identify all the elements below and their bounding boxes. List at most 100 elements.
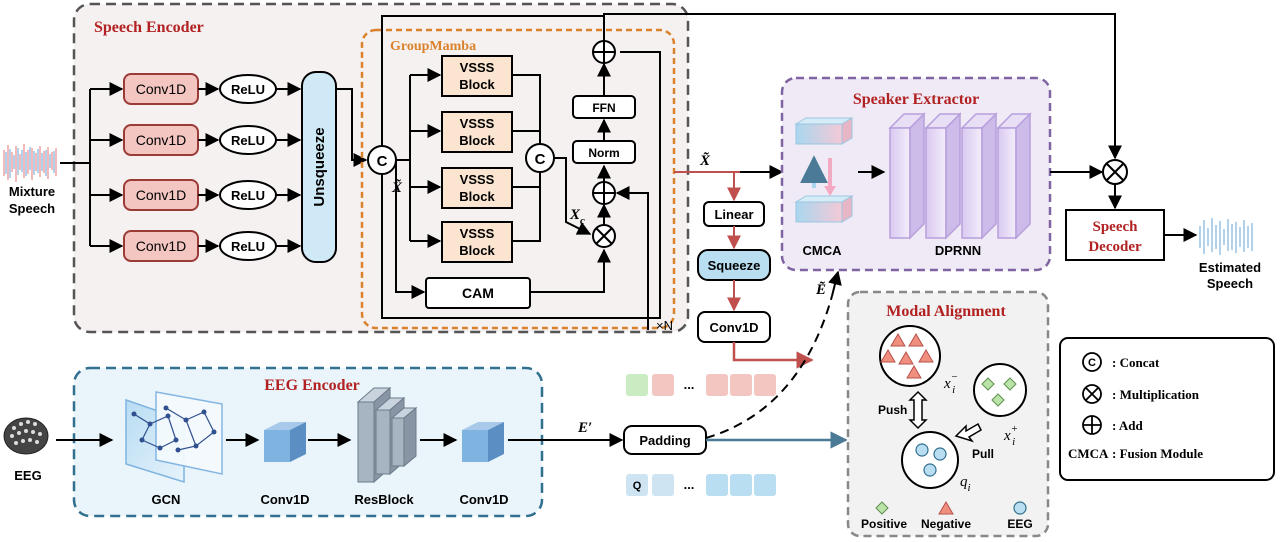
vsss-label-1: VSSS — [460, 116, 495, 131]
vsss-label-2: Block — [459, 189, 495, 204]
dprnn-label: DPRNN — [935, 243, 981, 258]
mixture-waveform — [3, 144, 57, 182]
conv1d-label: Conv1D — [136, 132, 187, 148]
legend-cmca-key: CMCA — [1068, 446, 1109, 461]
add-icon — [592, 40, 616, 64]
vsss-block-3: VSSS Block — [441, 167, 513, 209]
add-icon — [592, 181, 616, 205]
eeg-conv1-label: Conv1D — [260, 492, 309, 507]
conv1d-label: Conv1D — [136, 81, 187, 97]
vsss-label-1: VSSS — [460, 226, 495, 241]
relu-label: ReLU — [231, 133, 265, 148]
vsss-label-2: Block — [459, 77, 495, 92]
token-q-label: Q — [633, 480, 642, 492]
speech-conv-row-3: Conv1D ReLU — [123, 179, 302, 211]
q-label: qi — [960, 474, 971, 494]
vsss-merge-lines — [512, 74, 541, 242]
mixture-speech-label-2: Speech — [9, 201, 55, 216]
vsss-block-4: VSSS Block — [441, 221, 513, 263]
relu-label: ReLU — [231, 188, 265, 203]
speech-decoder-label-2: Decoder — [1088, 239, 1142, 255]
vsss-label-1: VSSS — [460, 172, 495, 187]
speaker-extractor-title: Speaker Extractor — [853, 91, 979, 108]
cam-label: CAM — [462, 285, 494, 301]
concat-icon — [1082, 352, 1102, 372]
relu-label: ReLU — [231, 82, 265, 97]
multiply-icon — [592, 224, 616, 248]
negative-cluster — [879, 325, 941, 387]
modal-alignment-title: Modal Alignment — [886, 303, 1006, 320]
legend-mult-label: : Multiplication — [1112, 387, 1200, 402]
input-split-lines — [60, 82, 124, 253]
push-arrow-icon — [908, 390, 928, 430]
gcn-label: GCN — [152, 492, 181, 507]
speech-conv-row-1: Conv1D ReLU — [123, 73, 302, 105]
eeg-conv2-label: Conv1D — [459, 492, 508, 507]
gcn-graphic — [125, 391, 223, 484]
eeg-encoder-title: EEG Encoder — [264, 377, 360, 394]
legend-eeg-label: EEG — [1007, 517, 1032, 531]
estimated-waveform — [1199, 218, 1253, 255]
token-strip-top — [626, 374, 776, 396]
estimated-speech-label-2: Speech — [1207, 276, 1253, 291]
pull-arrow-icon — [954, 422, 982, 443]
speech-conv-row-2: Conv1D ReLU — [123, 124, 302, 156]
speech-encoder-title: Speech Encoder — [94, 19, 204, 36]
mixture-speech-label-1: Mixture — [9, 184, 55, 199]
middle-conv1d-label: Conv1D — [709, 320, 758, 335]
ffn-label: FFN — [592, 101, 615, 115]
vsss-label-2: Block — [459, 133, 495, 148]
e-prime-label: E′ — [577, 420, 592, 436]
eeg-legend-icon — [1013, 501, 1027, 515]
estimated-speech-label-1: Estimated — [1199, 260, 1261, 275]
relu-label: ReLU — [231, 239, 265, 254]
vsss-block-2: VSSS Block — [441, 111, 513, 153]
symbol-legend-box — [1059, 337, 1275, 481]
conv1d-label: Conv1D — [136, 187, 187, 203]
speech-decoder-block — [1065, 209, 1165, 261]
x-pos-label: x+i — [1003, 423, 1018, 448]
speech-conv-row-4: Conv1D ReLU — [123, 230, 302, 262]
vsss-label-1: VSSS — [460, 60, 495, 75]
squeeze-label: Squeeze — [708, 258, 761, 273]
query-cluster — [901, 431, 959, 489]
e-tilde-label: Ẽ — [815, 280, 826, 298]
middle-x-tilde: X̃ — [699, 151, 711, 169]
multiply-icon — [1082, 384, 1102, 404]
speech-decoder-label-1: Speech — [1093, 219, 1139, 235]
negative-legend-icon — [938, 501, 954, 515]
eeg-label: EEG — [14, 468, 41, 483]
legend-add-label: : Add — [1112, 418, 1143, 433]
unsqueeze-block — [301, 71, 337, 263]
dprnn-graphic — [888, 112, 1032, 240]
legend-concat-label: : Concat — [1112, 355, 1160, 370]
linear-label: Linear — [714, 207, 753, 222]
eeg-head-icon — [3, 417, 49, 455]
resblock-graphic — [356, 386, 418, 484]
resblock-label: ResBlock — [354, 492, 414, 507]
token-strip-bottom — [626, 474, 776, 496]
xc-label: Xc — [569, 207, 585, 227]
eeg-conv1-cube — [264, 422, 306, 462]
repeat-n-label: ×N — [656, 318, 673, 333]
padding-label: Padding — [639, 433, 690, 448]
pull-label: Pull — [972, 447, 994, 461]
legend-positive-label: Positive — [861, 517, 907, 531]
legend-concat-symbol: C — [1088, 357, 1096, 369]
token-ellipsis-top: ... — [684, 377, 695, 392]
inner-concat-symbol: C — [535, 151, 546, 168]
unsqueeze-label: Unsqueeze — [311, 127, 328, 206]
vsss-block-1: VSSS Block — [441, 55, 513, 97]
conv1d-label: Conv1D — [136, 238, 187, 254]
eeg-conv2-cube — [462, 422, 504, 462]
legend-cmca-label: : Fusion Module — [1112, 446, 1203, 461]
cmca-graphic — [794, 117, 854, 223]
vsss-branch-lines — [395, 68, 442, 299]
group-mamba-box — [360, 28, 676, 330]
legend-negative-label: Negative — [921, 517, 971, 531]
add-icon — [1082, 415, 1102, 435]
concat-symbol: C — [377, 153, 388, 170]
push-label: Push — [878, 403, 907, 417]
output-multiply-icon — [1102, 159, 1128, 185]
